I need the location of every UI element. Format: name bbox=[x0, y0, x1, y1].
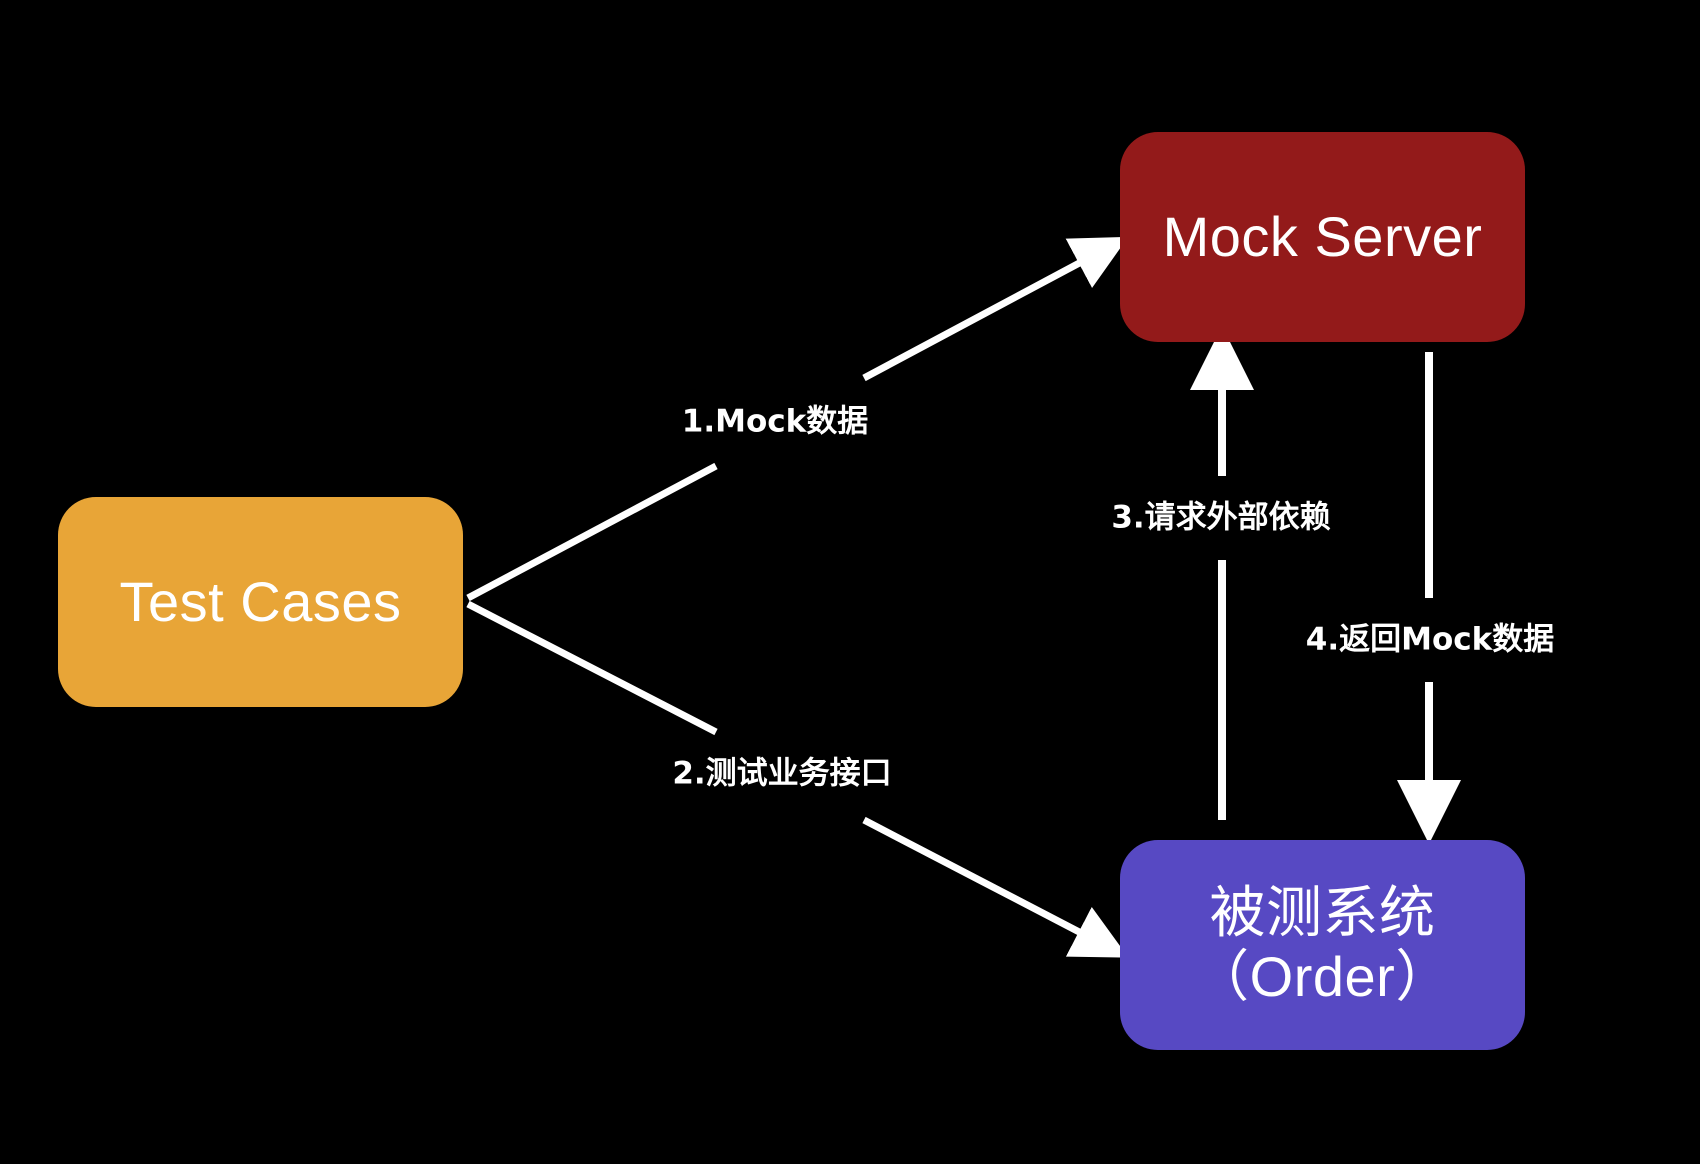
edge2-arrow-head bbox=[862, 816, 1129, 958]
edge2-arrow-tail bbox=[466, 600, 718, 736]
node-test-cases-label: Test Cases bbox=[119, 569, 402, 633]
edge4-label: 4.返回Mock数据 bbox=[1305, 621, 1555, 658]
edge3-label: 3.请求外部依赖 bbox=[1111, 499, 1331, 536]
node-mock-server-label: Mock Server bbox=[1162, 204, 1483, 268]
edge1-label: 1.Mock数据 bbox=[681, 403, 869, 440]
node-system-under-test-label-line1: 被测系统 bbox=[1209, 880, 1436, 944]
node-mock-server: Mock Server bbox=[1120, 132, 1525, 342]
node-system-under-test: 被测系统 （Order） bbox=[1120, 840, 1525, 1050]
edge2-label: 2.测试业务接口 bbox=[672, 755, 892, 792]
node-system-under-test-label-line2: （Order） bbox=[1193, 945, 1452, 1008]
node-test-cases: Test Cases bbox=[58, 497, 463, 707]
edge1-arrow-head bbox=[862, 236, 1129, 382]
edge1-arrow-tail bbox=[466, 462, 718, 602]
